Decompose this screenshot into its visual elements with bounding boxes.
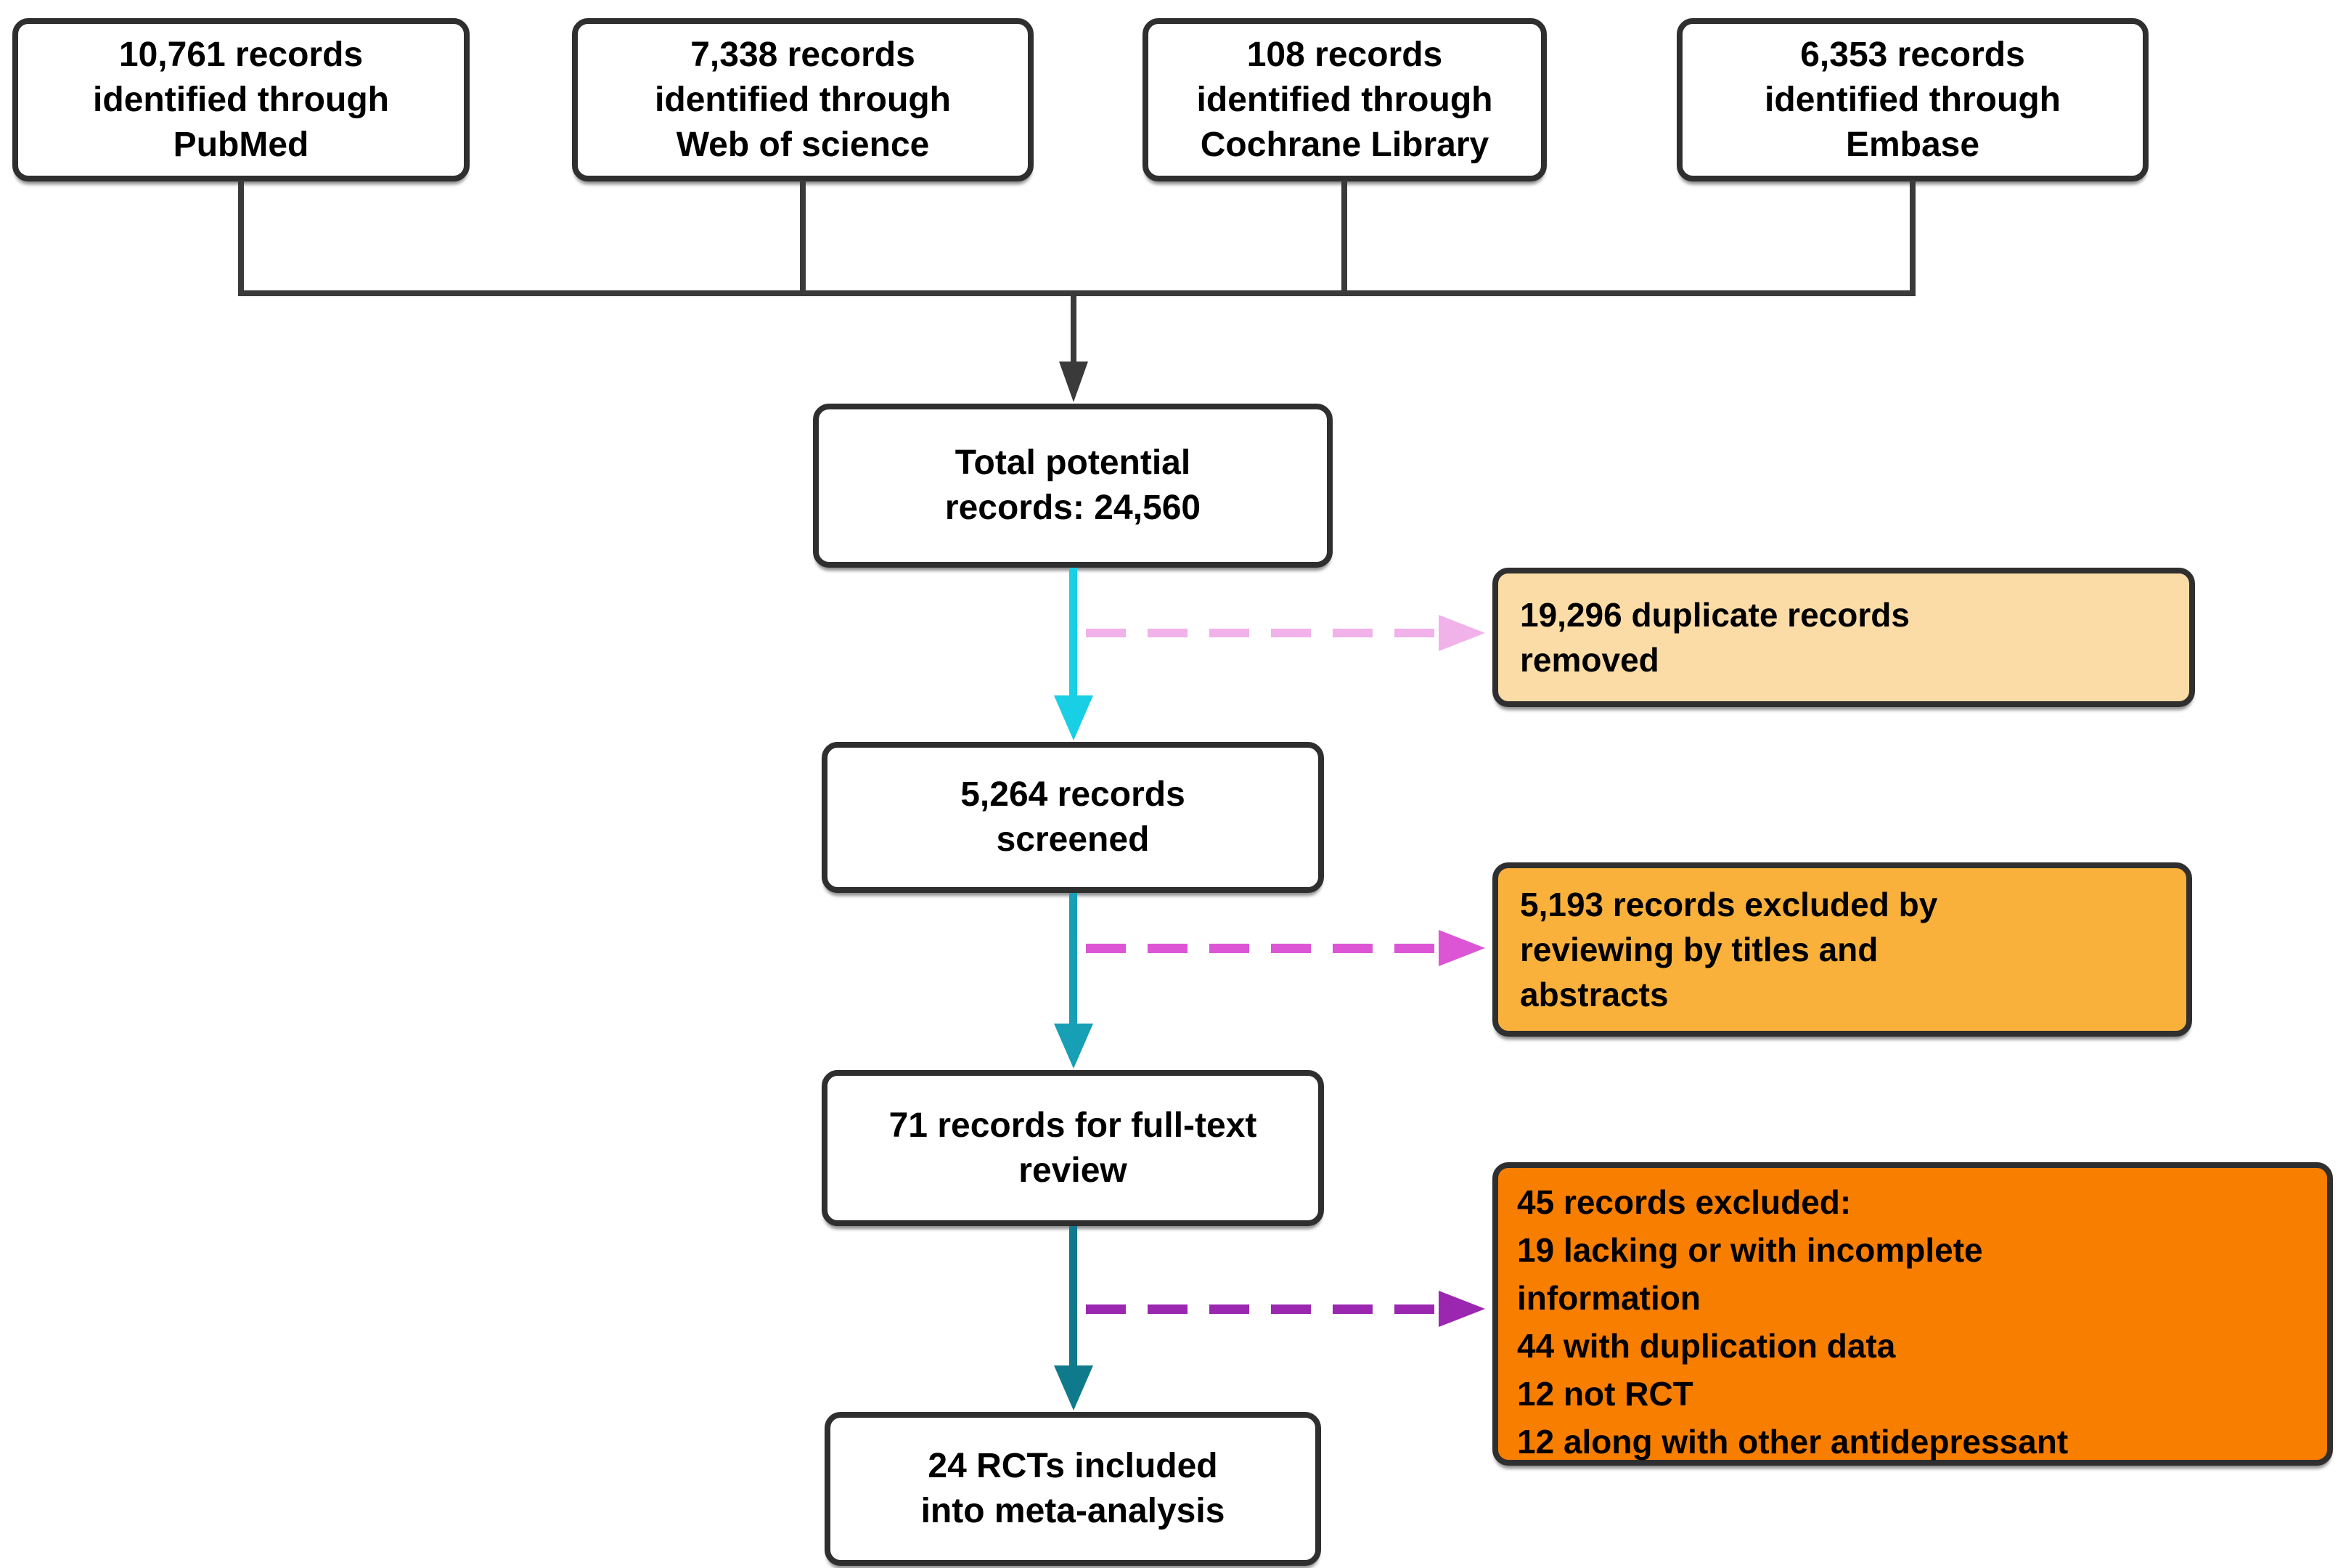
connector-stub-cochrane-library [1341,180,1347,293]
total-records-label: Total potential records: 24,560 [944,444,1201,527]
merge-line [238,290,1916,296]
source-box-web-of-science: 7,338 records identified through Web of … [572,18,1034,181]
full-text-excluded-line: 45 records excluded: [1517,1183,1852,1221]
dashed-arrow-title-abstract [1086,944,1439,953]
full-text-review-box: 71 records for full-text review [822,1070,1324,1226]
arrow-total-to-screened-head-icon [1054,695,1093,740]
full-text-review-label: 71 records for full-text review [888,1106,1257,1190]
dashed-arrow-fulltext-excluded-head-icon [1439,1291,1485,1327]
dashed-arrow-title-abstract-head-icon [1439,930,1485,966]
connector-stub-web-of-science [800,180,806,293]
included-label: 24 RCTs included into meta-analysis [920,1447,1225,1530]
arrow-fulltext-to-included [1069,1226,1077,1365]
included-box: 24 RCTs included into meta-analysis [825,1412,1321,1566]
dashed-arrow-duplicates-head-icon [1439,615,1485,651]
total-records-box: Total potential records: 24,560 [813,404,1333,568]
screened-box: 5,264 records screened [822,742,1324,893]
dashed-arrow-fulltext-excluded [1086,1304,1439,1314]
title-abstract-excluded-label: 5,193 records excluded by reviewing by t… [1520,886,1938,1013]
merge-drop-line [1071,293,1076,364]
arrow-screened-to-fulltext-head-icon [1054,1024,1093,1069]
duplicates-removed-box: 19,296 duplicate records removed [1492,568,2195,707]
screened-label: 5,264 records screened [960,775,1185,859]
full-text-excluded-line: 12 not RCT [1517,1375,1693,1413]
connector-stub-pubmed [238,180,244,293]
source-box-pubmed: 10,761 records identified through PubMed [12,18,470,181]
source-box-pubmed-label: 10,761 records identified through PubMed [93,35,389,164]
connector-stub-embase [1910,180,1916,293]
source-box-embase: 6,353 records identified through Embase [1677,18,2149,181]
full-text-excluded-box: 45 records excluded: 19 lacking or with … [1492,1162,2333,1466]
merge-arrowhead-icon [1059,362,1088,402]
arrow-screened-to-fulltext [1069,893,1077,1026]
source-box-cochrane-library-label: 108 records identified through Cochrane … [1196,35,1493,164]
arrow-total-to-screened [1069,568,1077,697]
full-text-excluded-line: 19 lacking or with incomplete informatio… [1517,1231,1983,1317]
duplicates-removed-label: 19,296 duplicate records removed [1520,596,1910,679]
dashed-arrow-duplicates [1086,629,1439,637]
source-box-embase-label: 6,353 records identified through Embase [1765,35,2061,164]
full-text-excluded-line: 12 along with other antidepressant [1517,1423,2069,1461]
source-box-cochrane-library: 108 records identified through Cochrane … [1143,18,1547,181]
full-text-excluded-line: 44 with duplication data [1517,1327,1896,1365]
arrow-fulltext-to-included-head-icon [1054,1365,1093,1410]
source-box-web-of-science-label: 7,338 records identified through Web of … [655,35,951,164]
title-abstract-excluded-box: 5,193 records excluded by reviewing by t… [1492,862,2192,1037]
